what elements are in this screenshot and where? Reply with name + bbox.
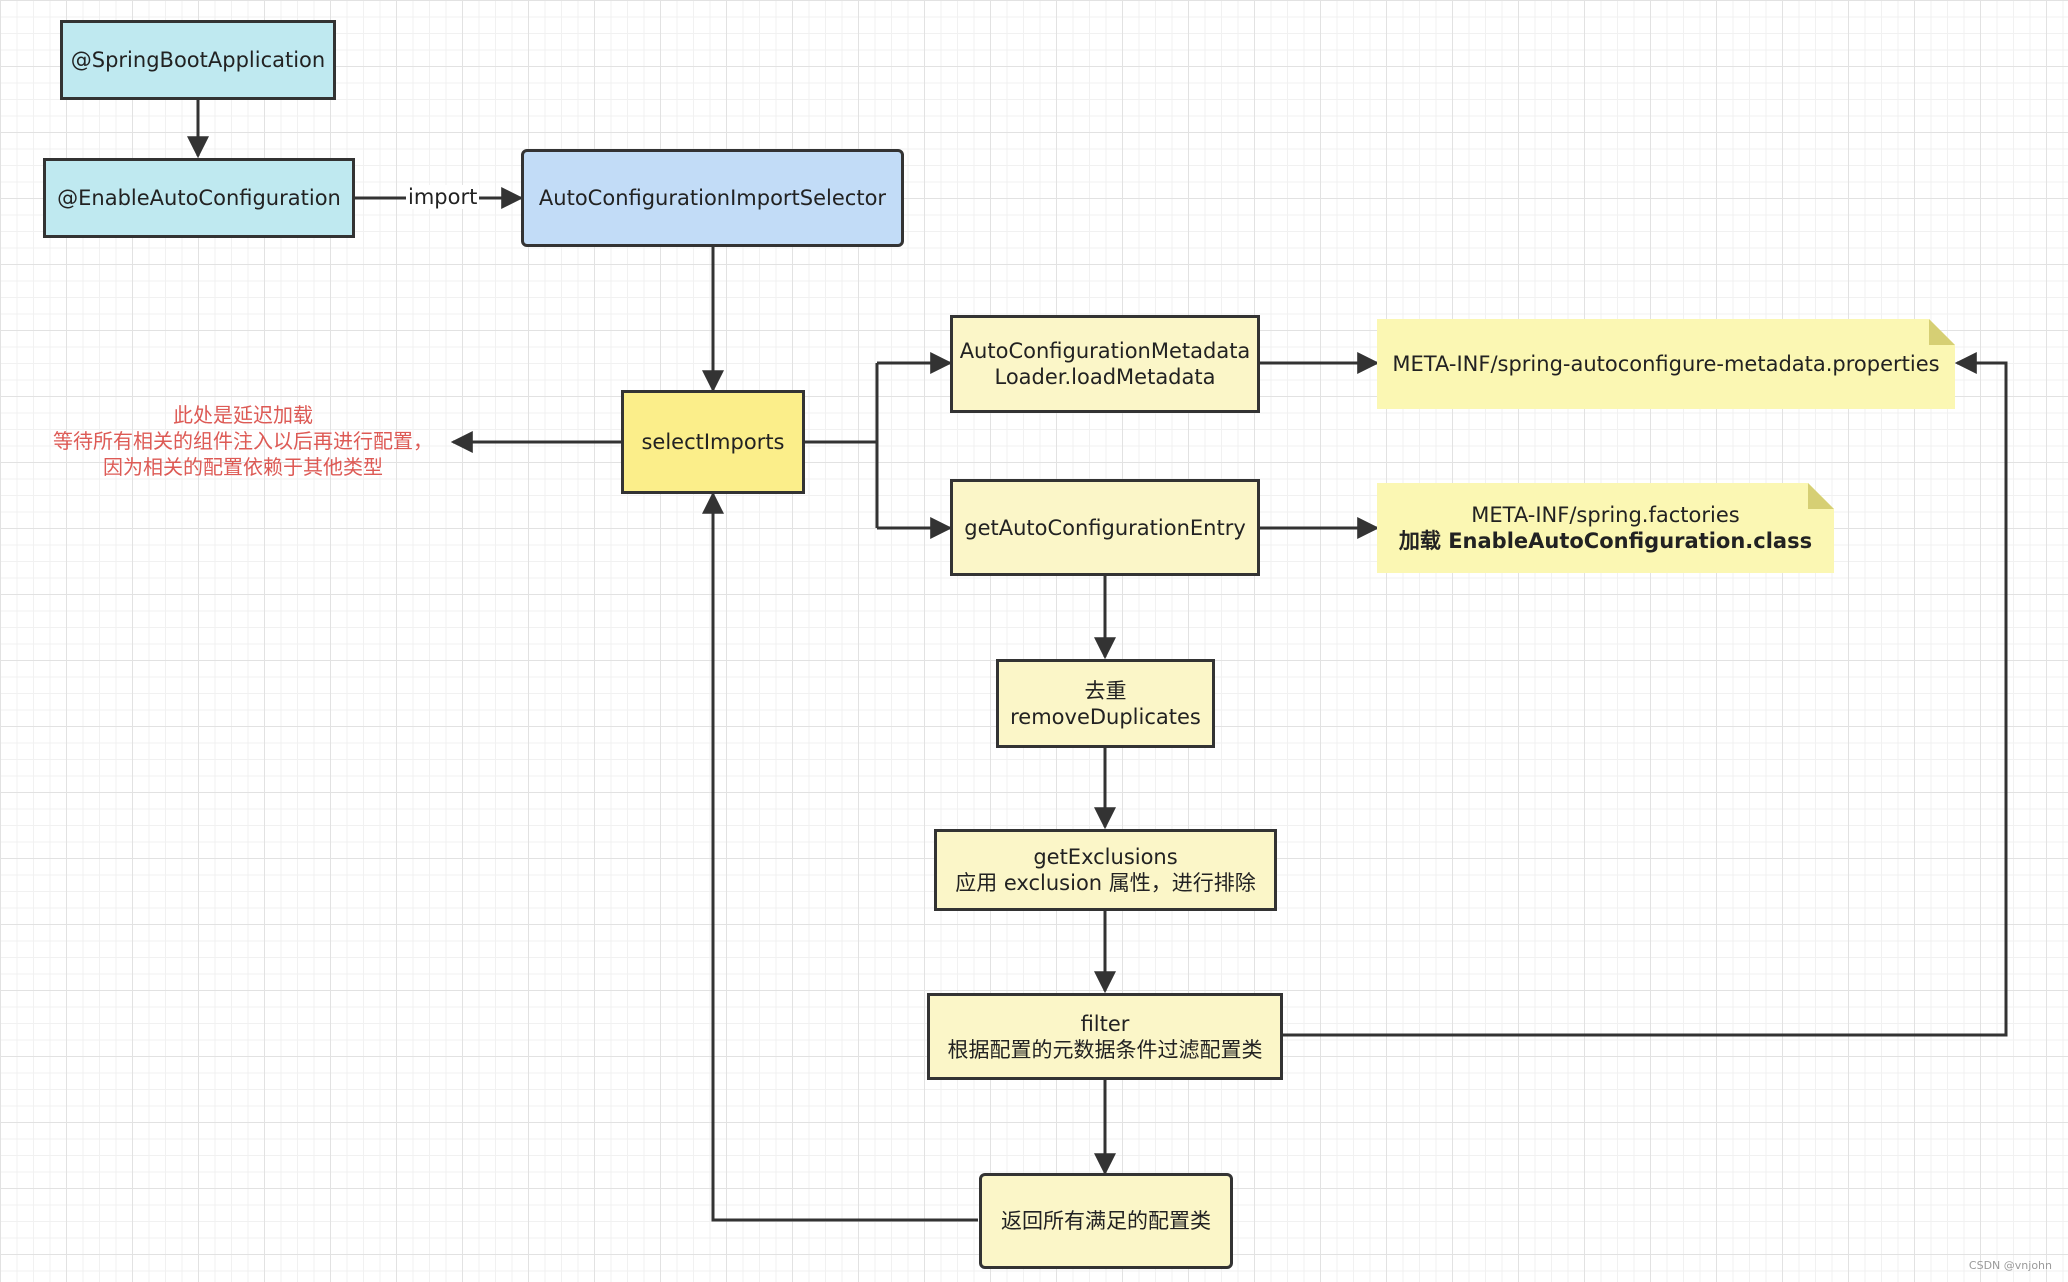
remove-duplicates-line-2: removeDuplicates (1010, 704, 1201, 729)
metadata-properties-text: META-INF/spring-autoconfigure-metadata.p… (1392, 352, 1940, 376)
get-auto-configuration-entry-node: getAutoConfigurationEntry (950, 479, 1260, 576)
metadata-loader-line-1: AutoConfigurationMetadata (959, 339, 1251, 363)
spring-boot-application-label: @SpringBootApplication (70, 48, 326, 72)
metadata-loader-node: AutoConfigurationMetadata Loader.loadMet… (950, 315, 1260, 413)
auto-configuration-import-selector-label: AutoConfigurationImportSelector (538, 186, 887, 210)
watermark: CSDN @vnjohn (1968, 1259, 2052, 1272)
annotation-line-1: 此处是延迟加载 (173, 403, 313, 427)
enable-auto-configuration-label: @EnableAutoConfiguration (57, 186, 341, 210)
spring-factories-line-2: 加载 EnableAutoConfiguration.class (1398, 529, 1813, 553)
metadata-loader-line-2: Loader.loadMetadata (994, 365, 1216, 389)
get-exclusions-line-1: getExclusions (1033, 845, 1178, 869)
filter-node: filter 根据配置的元数据条件过滤配置类 (927, 993, 1283, 1080)
annotation-line-3: 因为相关的配置依赖于其他类型 (103, 455, 383, 479)
filter-line-1: filter (1080, 1011, 1130, 1036)
lazy-loading-annotation: 此处是延迟加载 等待所有相关的组件注入以后再进行配置， 因为相关的配置依赖于其他… (38, 402, 448, 480)
remove-duplicates-node: 去重 removeDuplicates (996, 659, 1215, 748)
get-exclusions-line-2: 应用 exclusion 属性，进行排除 (955, 871, 1256, 895)
enable-auto-configuration-node: @EnableAutoConfiguration (43, 158, 355, 238)
annotation-line-2: 等待所有相关的组件注入以后再进行配置， (53, 429, 433, 453)
return-all-configs-node: 返回所有满足的配置类 (979, 1173, 1233, 1269)
spring-factories-note: META-INF/spring.factories 加载 EnableAutoC… (1377, 483, 1834, 573)
filter-line-2: 根据配置的元数据条件过滤配置类 (947, 1037, 1263, 1062)
spring-factories-line-1: META-INF/spring.factories (1471, 503, 1740, 527)
return-all-configs-label: 返回所有满足的配置类 (1001, 1209, 1211, 1233)
remove-duplicates-line-1: 去重 (1084, 678, 1127, 703)
select-imports-node: selectImports (621, 390, 805, 494)
spring-boot-application-node: @SpringBootApplication (60, 20, 336, 100)
edge-filter-to-metadata-note (1282, 352, 2008, 1037)
metadata-properties-note: META-INF/spring-autoconfigure-metadata.p… (1377, 319, 1955, 409)
auto-configuration-import-selector-node: AutoConfigurationImportSelector (521, 149, 904, 247)
get-exclusions-node: getExclusions 应用 exclusion 属性，进行排除 (934, 829, 1277, 911)
get-auto-configuration-entry-label: getAutoConfigurationEntry (964, 515, 1246, 540)
import-edge-label: import (406, 185, 480, 209)
edge-return-to-selectimports (702, 491, 978, 1222)
select-imports-label: selectImports (641, 430, 785, 454)
